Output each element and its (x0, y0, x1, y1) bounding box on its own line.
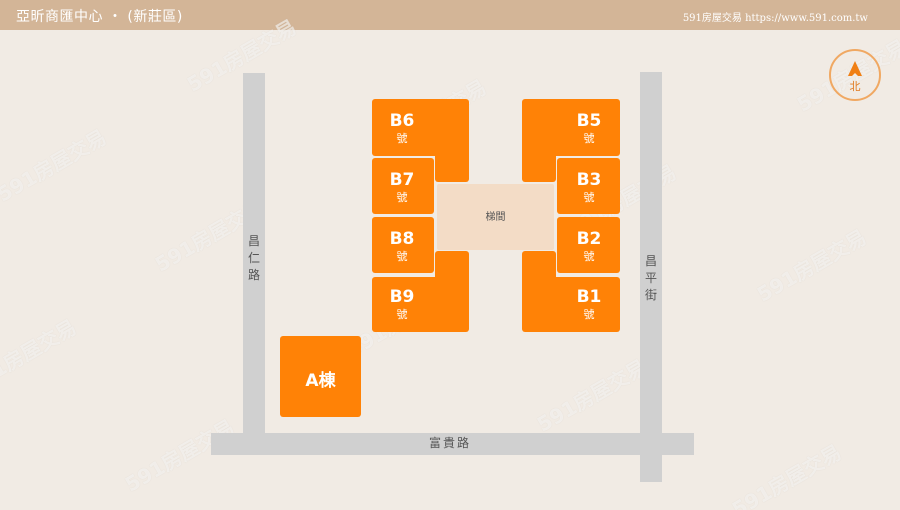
page-title: 亞昕商匯中心 ・ (新莊區) (16, 9, 183, 25)
north-arrow-icon (848, 61, 862, 76)
unit-b5-wing[interactable] (522, 140, 556, 182)
watermark: 591房屋交易 (0, 124, 111, 207)
stairwell: 梯間 (437, 184, 554, 250)
road-fugui (211, 433, 694, 455)
building-a[interactable]: A棟 (280, 336, 361, 417)
unit-b9[interactable] (372, 277, 469, 332)
unit-b7[interactable] (372, 158, 434, 214)
road-char: 街 (644, 288, 657, 302)
road-label-fugui: 富貴路 (428, 436, 471, 450)
north-arrow-notch (851, 73, 859, 77)
road-changren (243, 73, 265, 435)
watermark: 591房屋交易 (532, 354, 651, 437)
road-char: 路 (247, 268, 260, 282)
unit-b8[interactable] (372, 217, 434, 273)
unit-b3[interactable] (557, 158, 620, 214)
watermark: 591房屋交易 (727, 439, 846, 510)
road-char: 平 (644, 271, 657, 285)
building-a-label: A棟 (305, 371, 336, 391)
watermark: 591房屋交易 (0, 314, 81, 397)
compass-label: 北 (849, 80, 861, 93)
unit-b2[interactable] (557, 217, 620, 273)
watermark: 591房屋交易 (752, 224, 871, 307)
road-char: 昌 (644, 254, 657, 268)
unit-b1[interactable] (522, 277, 620, 332)
unit-b6-wing[interactable] (435, 140, 469, 182)
site-credit: 591房屋交易 https://www.591.com.tw (682, 13, 868, 24)
road-label-changping: 昌 平 街 (644, 253, 658, 304)
road-char: 仁 (247, 251, 260, 265)
compass: 北 (829, 49, 881, 101)
stairwell-label: 梯間 (485, 212, 506, 223)
road-changping (640, 72, 662, 482)
road-label-changren: 昌 仁 路 (247, 233, 261, 284)
header-bar: 亞昕商匯中心 ・ (新莊區) 591房屋交易 https://www.591.c… (0, 0, 900, 30)
road-char: 昌 (247, 234, 260, 248)
